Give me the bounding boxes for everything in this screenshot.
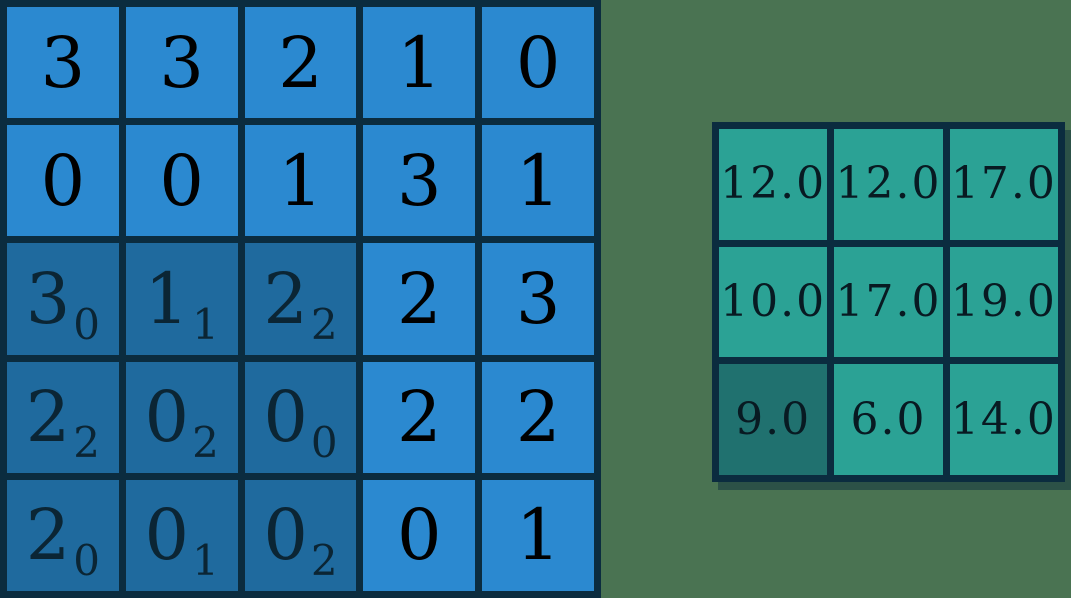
input-cell: 1 (482, 125, 594, 237)
kernel-weight-subscript: 2 (192, 418, 219, 468)
output-value: 17.0 (835, 275, 942, 327)
kernel-weight-subscript: 2 (73, 418, 101, 468)
kernel-weight-subscript: 1 (192, 300, 219, 350)
input-value: 0 (263, 376, 308, 459)
output-cell: 10.0 (719, 246, 828, 358)
input-value: 1 (515, 494, 561, 577)
input-value: 1 (397, 21, 442, 104)
input-value: 2 (397, 376, 442, 459)
input-value: 1 (515, 139, 561, 222)
input-cell: 0 (7, 125, 119, 237)
input-cell: 0 (363, 479, 476, 591)
input-value: 0 (144, 494, 190, 577)
input-value: 3 (159, 21, 204, 104)
input-value: 3 (40, 21, 86, 104)
output-cell-current: 9.0 (719, 364, 828, 475)
input-value: 2 (278, 21, 323, 104)
output-value: 12.0 (720, 158, 827, 210)
output-cell: 6.0 (834, 364, 943, 475)
kernel-weight-subscript: 0 (73, 300, 101, 350)
output-cell: 17.0 (834, 246, 943, 358)
input-cell: 2 (363, 361, 476, 473)
input-cell: 2 (244, 7, 357, 119)
input-cell: 3 (482, 243, 594, 355)
input-cell: 1 (244, 125, 357, 237)
input-value: 2 (263, 257, 308, 340)
input-value: 1 (278, 139, 323, 222)
input-value: 0 (40, 139, 86, 222)
input-value: 2 (25, 494, 71, 577)
input-value: 3 (25, 257, 71, 340)
output-cell: 12.0 (834, 129, 943, 240)
input-cell: 2 (482, 361, 594, 473)
input-value: 0 (159, 139, 204, 222)
input-cell: 3 (363, 125, 476, 237)
input-cell: 3 (125, 7, 238, 119)
input-value: 0 (397, 494, 442, 577)
input-cell: 1 (363, 7, 476, 119)
input-cell: 2 (363, 243, 476, 355)
input-cell: 0 (125, 125, 238, 237)
input-value: 0 (263, 494, 308, 577)
input-value: 2 (397, 257, 442, 340)
input-cell: 0 (482, 7, 594, 119)
input-value: 2 (25, 376, 71, 459)
input-value: 2 (515, 376, 561, 459)
output-cell: 12.0 (719, 129, 828, 240)
output-value: 14.0 (950, 393, 1057, 445)
input-value: 3 (397, 139, 442, 222)
output-cell: 14.0 (949, 364, 1058, 475)
input-value: 0 (515, 21, 561, 104)
output-value: 19.0 (950, 275, 1057, 327)
kernel-weight-subscript: 2 (310, 300, 338, 350)
kernel-weight-subscript: 2 (310, 536, 338, 586)
input-value: 0 (144, 376, 190, 459)
input-cell: 3 (7, 7, 119, 119)
input-value: 3 (515, 257, 561, 340)
output-value: 10.0 (720, 275, 827, 327)
output-cell: 17.0 (949, 129, 1058, 240)
output-value: 17.0 (950, 158, 1057, 210)
input-value: 1 (144, 257, 190, 340)
output-value: 12.0 (835, 158, 942, 210)
kernel-weight-subscript: 1 (192, 536, 219, 586)
output-cell: 19.0 (949, 246, 1058, 358)
input-cell: 1 (482, 479, 594, 591)
kernel-weight-subscript: 0 (310, 418, 338, 468)
output-value: 9.0 (735, 393, 812, 445)
output-value: 6.0 (850, 393, 927, 445)
kernel-weight-subscript: 0 (73, 536, 101, 586)
